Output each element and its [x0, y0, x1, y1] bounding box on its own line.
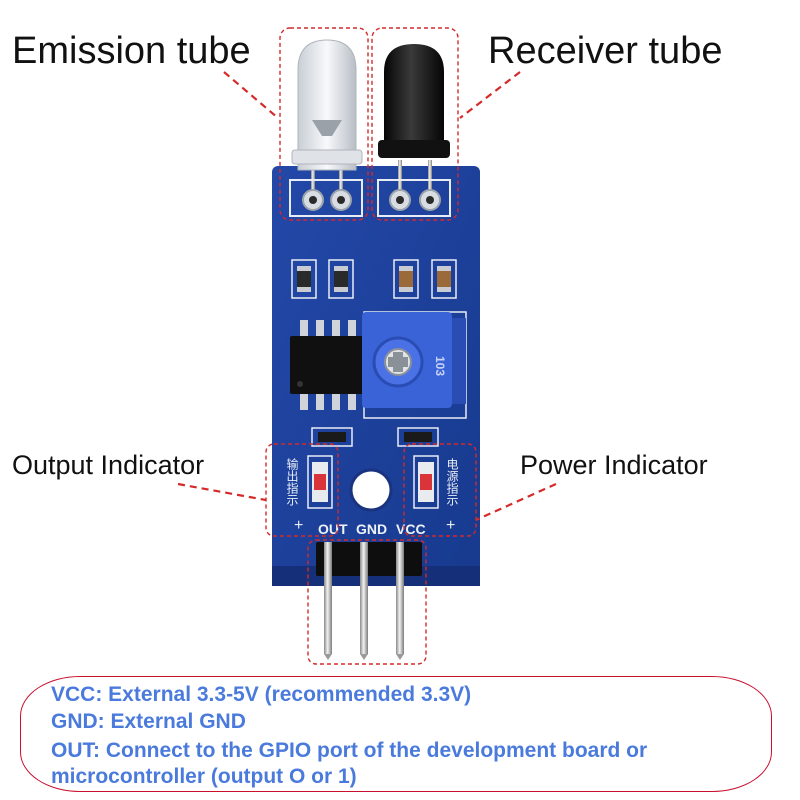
- emitter-rim: [291, 149, 363, 165]
- header-pin-tip: [396, 654, 404, 660]
- receiver-leader: [459, 71, 521, 119]
- tube-pads: [289, 179, 451, 217]
- comparator-ic: [290, 320, 366, 410]
- emission-tube-label: Emission tube: [12, 30, 251, 72]
- ic-pin: [348, 320, 356, 340]
- ic-pin: [332, 320, 340, 340]
- capacitor-outline: [393, 259, 419, 299]
- emitter-die: [312, 120, 342, 136]
- led-outline: [413, 455, 439, 509]
- highlight-boxes: [265, 27, 477, 665]
- header-pin: [360, 542, 368, 654]
- output-plus: +: [294, 517, 303, 534]
- output-indicator-label: Output Indicator: [12, 450, 205, 480]
- pot-side: [452, 318, 466, 404]
- receiver-rim: [378, 140, 450, 158]
- header-pin: [324, 542, 332, 654]
- pin-label-gnd: GND: [356, 521, 387, 537]
- capacitor-outline: [431, 259, 457, 299]
- smd-resistor-row: [291, 259, 457, 299]
- pot-slot: [388, 357, 408, 367]
- receiver-tube-label: Receiver tube: [488, 30, 723, 72]
- output-indicator-led: 输出指示 +: [285, 455, 333, 534]
- header-pin: [396, 542, 404, 654]
- ic-dot: [297, 381, 303, 387]
- resistor-cap: [297, 266, 311, 271]
- callout-lines: [177, 71, 557, 522]
- output-highlight: [265, 443, 339, 537]
- description-box: [20, 676, 772, 792]
- pot-code: 103: [433, 356, 447, 376]
- pad-hole: [396, 196, 404, 204]
- capacitor-cap: [437, 266, 451, 271]
- capacitor: [399, 266, 413, 292]
- capacitor-cap: [399, 287, 413, 292]
- capacitor-cap: [399, 266, 413, 271]
- smd-outline: [311, 427, 353, 447]
- description-vcc: VCC: External 3.3-5V (recommended 3.3V): [51, 683, 472, 706]
- ic-pin: [316, 390, 324, 410]
- capacitor-cap: [437, 287, 451, 292]
- output-silk-text: 输出指示: [285, 457, 299, 506]
- mounting-hole: [349, 468, 393, 512]
- resistor-cap: [297, 287, 311, 292]
- header-pin-tip: [360, 654, 368, 660]
- capacitor: [437, 266, 451, 292]
- ic-body: [290, 336, 366, 394]
- pad-hole: [426, 196, 434, 204]
- description-gnd: GND: External GND: [51, 710, 246, 733]
- output-leader: [177, 482, 267, 502]
- led-outline: [307, 455, 333, 509]
- smd-part: [318, 432, 346, 442]
- pin-label-out: OUT: [318, 521, 348, 537]
- resistor-cap: [334, 287, 348, 292]
- emission-leader: [223, 71, 279, 119]
- pad-hole: [309, 196, 317, 204]
- indicator-smd-row: [311, 427, 439, 447]
- pin-labels: OUT GND VCC: [318, 521, 426, 537]
- pad-box-receiver: [377, 179, 451, 217]
- ic-pin: [300, 390, 308, 410]
- receiver-highlight: [371, 27, 459, 221]
- description-out-continued: microcontroller (output O or 1): [51, 765, 357, 788]
- resistor-cap: [334, 266, 348, 271]
- receiver-body: [384, 44, 444, 150]
- resistor: [297, 266, 311, 292]
- potentiometer: 103: [362, 311, 467, 419]
- ic-pin: [348, 390, 356, 410]
- description-out: OUT: Connect to the GPIO port of the dev…: [51, 739, 648, 762]
- pin-header: [316, 542, 422, 660]
- power-indicator-label: Power Indicator: [520, 450, 708, 480]
- resistor-outline: [328, 259, 354, 299]
- header-pin-tip: [324, 654, 332, 660]
- pad-hole: [337, 196, 345, 204]
- resistor-outline: [291, 259, 317, 299]
- pad-box-emitter: [289, 179, 363, 217]
- power-leader: [475, 482, 557, 522]
- ic-pin: [300, 320, 308, 340]
- power-indicator-led: 电源指示 +: [413, 455, 459, 534]
- power-plus: +: [446, 517, 455, 534]
- led-center: [420, 474, 432, 490]
- ic-pin: [316, 320, 324, 340]
- pins-highlight: [307, 539, 427, 665]
- smd-part: [404, 432, 432, 442]
- led-center: [314, 474, 326, 490]
- power-highlight: [403, 443, 477, 537]
- smd-outline: [397, 427, 439, 447]
- emitter-lens: [297, 39, 357, 171]
- power-silk-text: 电源指示: [445, 458, 459, 506]
- header-housing: [316, 542, 422, 576]
- pin-label-vcc: VCC: [396, 521, 426, 537]
- ic-pin: [332, 390, 340, 410]
- resistor: [334, 266, 348, 292]
- emission-highlight: [279, 27, 369, 221]
